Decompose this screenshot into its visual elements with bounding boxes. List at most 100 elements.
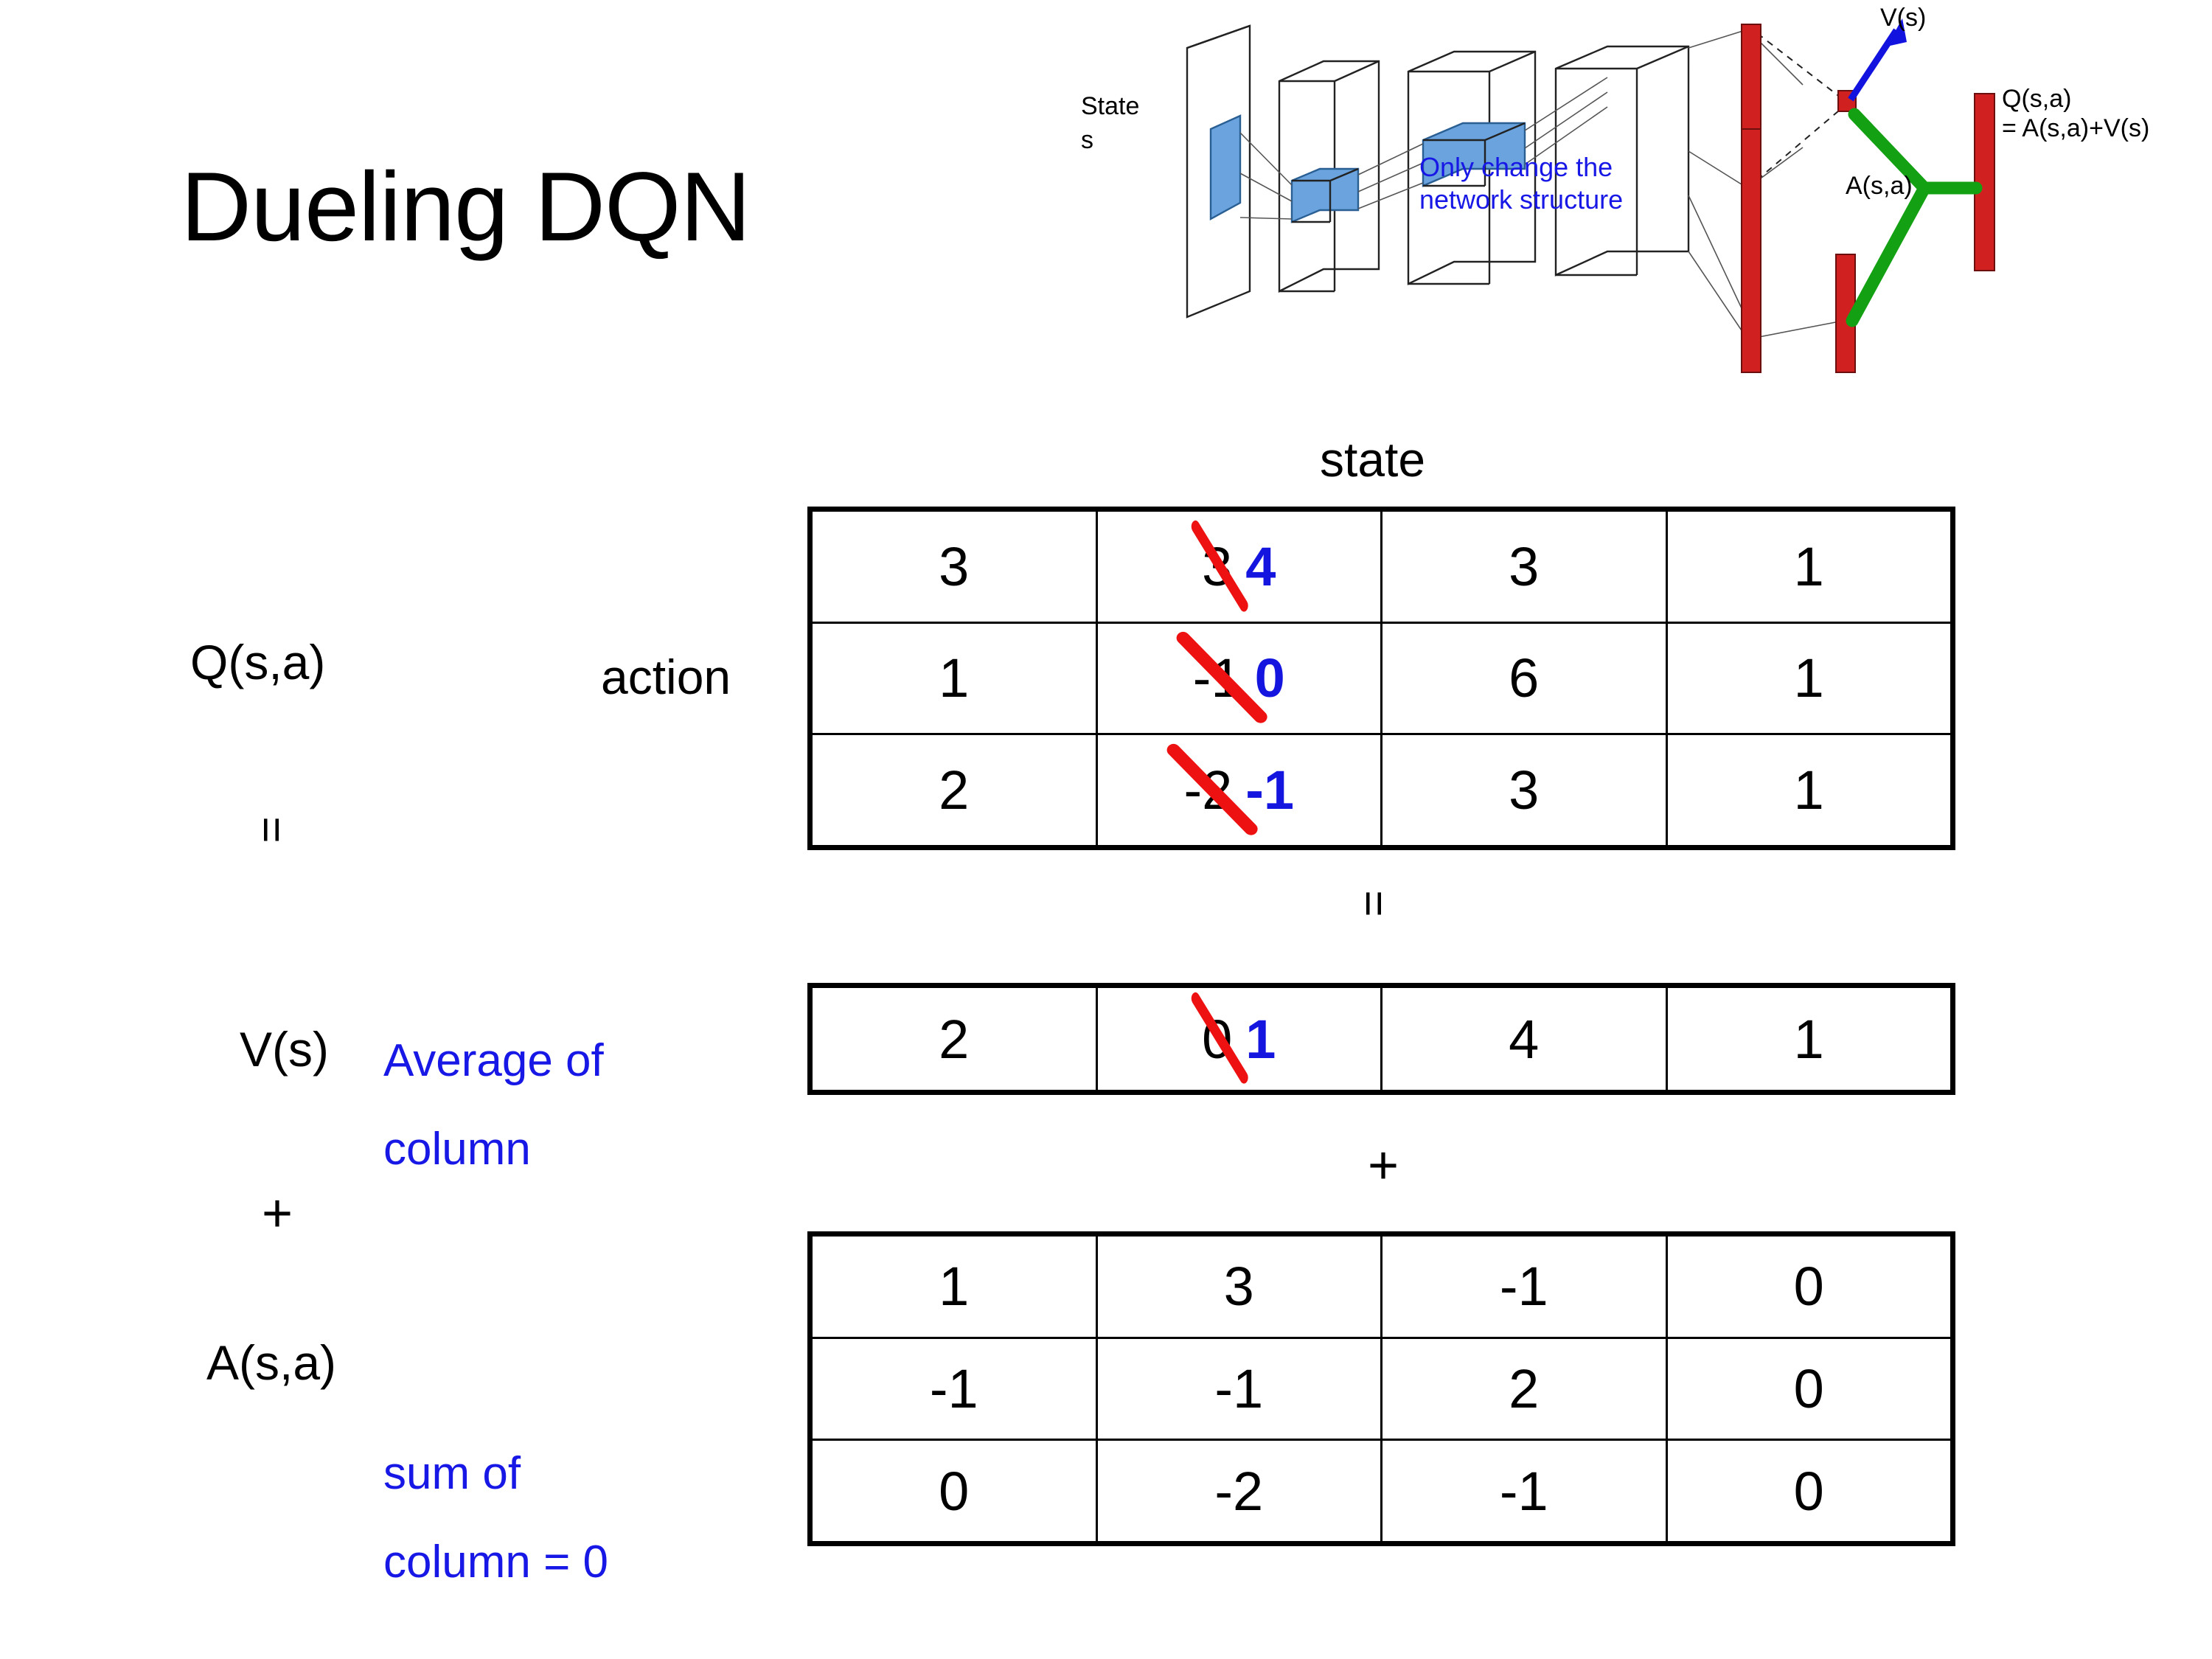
table-cell: 2: [1380, 1336, 1668, 1441]
q-output-label-line2: = A(s,a)+V(s): [2002, 114, 2150, 142]
cell-value: 1: [1793, 1008, 1824, 1070]
table-cell: -2-1: [1095, 733, 1382, 847]
a-table: 1 3 -1 0 -1 -1 2 0 0 -2 -1 0: [807, 1231, 1955, 1546]
cell-value: 2: [1509, 1357, 1540, 1419]
cell-value: 2: [939, 759, 970, 821]
table-row: 2 -2-1 3 1: [810, 733, 1952, 847]
equals-symbol-middle: =: [1348, 890, 1399, 917]
table-cell: 1: [1665, 733, 1952, 847]
a-table-body: 1 3 -1 0 -1 -1 2 0 0 -2 -1 0: [810, 1234, 1952, 1543]
updated-value: -1: [1245, 759, 1295, 821]
table-cell: 2: [810, 986, 1098, 1092]
table-cell: 1: [1665, 621, 1952, 736]
a-note-line1: sum of: [383, 1448, 521, 1499]
cell-value: 1: [939, 647, 970, 709]
table-cell: 1: [810, 1234, 1098, 1339]
updated-value: 1: [1245, 1008, 1276, 1070]
cell-value: 1: [939, 1256, 970, 1318]
cell-value: 0: [939, 1460, 970, 1522]
state-input-sublabel: s: [1081, 126, 1093, 154]
struck-value: -2: [1166, 743, 1258, 835]
action-axis-label-wrap: action: [601, 649, 731, 705]
v-note-line1: Average of: [383, 1035, 604, 1086]
table-cell: 0: [1665, 1336, 1952, 1441]
cell-value: 3: [1509, 759, 1540, 821]
cell-value: -2: [1214, 1460, 1264, 1522]
table-cell: 3: [810, 509, 1098, 624]
v-row-label: V(s): [240, 1022, 329, 1077]
struck-value: 3: [1191, 520, 1248, 612]
table-cell: 0: [1665, 1439, 1952, 1543]
dueling-network-diagram: State s V(s) Q(s,a) = A(s,a)+V(s) A(s,a)…: [1081, 4, 2183, 402]
v-note-line2: column: [383, 1124, 531, 1175]
a-row-label: A(s,a): [206, 1335, 337, 1390]
table-row: -1 -1 2 0: [810, 1336, 1952, 1441]
table-cell: 0: [1665, 1234, 1952, 1339]
cell-value: 3: [939, 535, 970, 597]
network-note-line2: network structure: [1419, 184, 1624, 215]
table-cell: -1: [1095, 1336, 1382, 1441]
value-output-label: V(s): [1880, 4, 1927, 32]
cell-value: 0: [1793, 1256, 1824, 1318]
cell-value: 1: [1793, 759, 1824, 821]
a-note-line2: column = 0: [383, 1537, 609, 1587]
table-cell: 1: [1665, 509, 1952, 624]
page-title: Dueling DQN: [181, 153, 751, 262]
table-cell: -2: [1095, 1439, 1382, 1543]
struck-value: -1: [1176, 632, 1267, 723]
table-cell: 2: [810, 733, 1098, 847]
table-cell: 4: [1380, 986, 1668, 1092]
table-cell: 0: [810, 1439, 1098, 1543]
table-cell: -1: [1380, 1234, 1668, 1339]
cell-value: 2: [939, 1008, 970, 1070]
table-row: 0 -2 -1 0: [810, 1439, 1952, 1543]
a-table-grid: 1 3 -1 0 -1 -1 2 0 0 -2 -1 0: [810, 1234, 1952, 1543]
q-output-label-line1: Q(s,a): [2002, 85, 2072, 113]
table-cell: 6: [1380, 621, 1668, 736]
cell-value: 0: [1793, 1357, 1824, 1419]
cell-value: 0: [1793, 1460, 1824, 1522]
plus-symbol-middle: +: [1368, 1136, 1399, 1195]
advantage-output-label: A(s,a): [1846, 172, 1913, 200]
plus-symbol-left: +: [262, 1184, 293, 1243]
network-note-line1: Only change the: [1419, 152, 1613, 182]
table-cell: 1: [1665, 986, 1952, 1092]
cell-value: -1: [1214, 1357, 1264, 1419]
cell-value: 6: [1509, 647, 1540, 709]
struck-value: 0: [1191, 992, 1248, 1084]
cell-value: -1: [929, 1357, 978, 1419]
cell-value: -1: [1499, 1460, 1548, 1522]
table-cell: 3: [1095, 1234, 1382, 1339]
cell-value: 1: [1793, 647, 1824, 709]
table-cell: -1: [1380, 1439, 1668, 1543]
state-input-label: State: [1081, 92, 1140, 120]
q-row-label: Q(s,a): [190, 635, 326, 689]
table-cell: -1: [810, 1336, 1098, 1441]
equals-symbol-q: =: [246, 816, 297, 844]
state-axis-label: state: [1320, 432, 1426, 487]
updated-value: 4: [1245, 535, 1276, 597]
cell-value: 1: [1793, 535, 1824, 597]
cell-value: 3: [1223, 1256, 1254, 1318]
action-axis-label: action: [601, 650, 731, 704]
table-cell: 1: [810, 621, 1098, 736]
table-cell: 3: [1380, 733, 1668, 847]
cell-value: 4: [1509, 1008, 1540, 1070]
cell-value: 3: [1509, 535, 1540, 597]
updated-value: 0: [1254, 647, 1285, 709]
table-cell: 3: [1380, 509, 1668, 624]
cell-value: -1: [1499, 1256, 1548, 1318]
table-row: 1 3 -1 0: [810, 1234, 1952, 1339]
